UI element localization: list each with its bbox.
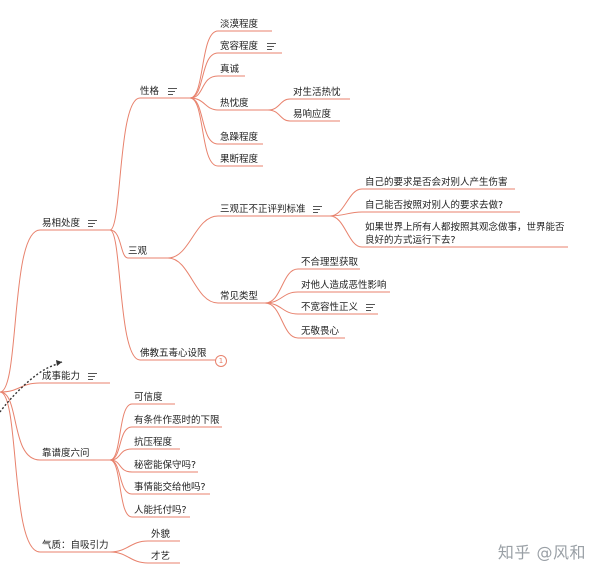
notes-icon[interactable] bbox=[366, 304, 375, 311]
edge-reqing-a bbox=[267, 98, 350, 111]
relation-arrowhead bbox=[56, 360, 62, 366]
edge-root-kaopu bbox=[0, 391, 110, 461]
node-pingpan-b[interactable]: 自己能否按照对别人的要求去做? bbox=[365, 200, 504, 211]
edge-sanguan-pingpan bbox=[167, 215, 330, 259]
node-kaopu-b[interactable]: 有条件作恶时的下限 bbox=[134, 415, 220, 426]
edge-yixiang-fojiao bbox=[109, 229, 218, 361]
node-changjian-d[interactable]: 无敬畏心 bbox=[301, 326, 340, 337]
node-pingpan-a[interactable]: 自己的要求是否会对别人产生伤害 bbox=[365, 177, 508, 188]
collapsed-count-badge[interactable]: 1 bbox=[215, 355, 227, 367]
edge-kaopu-f bbox=[109, 459, 190, 518]
node-jizao[interactable]: 急躁程度 bbox=[220, 132, 259, 143]
edge-xingge-kuanrong bbox=[189, 52, 282, 99]
node-qizhi-b[interactable]: 才艺 bbox=[151, 551, 171, 562]
node-kaopu[interactable]: 靠谱度六问 bbox=[42, 448, 90, 459]
node-reqing-b[interactable]: 易响应度 bbox=[293, 109, 332, 120]
edge-changjian-b bbox=[264, 291, 390, 304]
edge-changjian-c bbox=[264, 302, 378, 315]
edge-xingge-reqing bbox=[189, 97, 268, 111]
notes-icon[interactable] bbox=[88, 220, 97, 227]
node-kaopu-d[interactable]: 秘密能保守吗? bbox=[134, 460, 197, 471]
notes-icon[interactable] bbox=[313, 206, 322, 213]
watermark: 知乎 @风和 bbox=[497, 543, 586, 562]
node-changjian-c[interactable]: 不宽容性正义 bbox=[301, 302, 359, 313]
edge-reqing-b bbox=[267, 109, 340, 122]
node-sanguan[interactable]: 三观 bbox=[128, 246, 148, 257]
notes-icon[interactable] bbox=[168, 88, 177, 95]
node-changjian-a[interactable]: 不合理型获取 bbox=[301, 257, 359, 268]
node-pingpan-c[interactable]: 如果世界上所有人都按照其观念做事，世界能否良好的方式运行下去? bbox=[365, 222, 565, 246]
edge-changjian-d bbox=[264, 302, 345, 339]
edge-pingpan-a bbox=[329, 188, 515, 217]
edge-xingge-tiandan bbox=[189, 30, 272, 99]
node-kaopu-f[interactable]: 人能托付吗? bbox=[134, 505, 187, 516]
node-yixiang[interactable]: 易相处度 bbox=[42, 218, 81, 229]
edge-yixiang-sanguan bbox=[109, 229, 168, 259]
node-kaopu-a[interactable]: 可信度 bbox=[134, 392, 163, 403]
node-changjian[interactable]: 常见类型 bbox=[220, 291, 259, 302]
node-kaopu-c[interactable]: 抗压程度 bbox=[134, 437, 173, 448]
edge-root-yixiang bbox=[0, 229, 110, 393]
node-reqing-a[interactable]: 对生活热忱 bbox=[293, 87, 341, 98]
edge-yixiang-xingge bbox=[109, 97, 190, 231]
edge-kaopu-b bbox=[109, 426, 222, 461]
notes-icon[interactable] bbox=[88, 373, 97, 380]
edge-xingge-guoduan bbox=[189, 97, 263, 167]
edge-xingge-jizao bbox=[189, 97, 263, 145]
node-pingpan[interactable]: 三观正不正评判标准 bbox=[220, 204, 306, 215]
node-qizhi-a[interactable]: 外貌 bbox=[151, 529, 171, 540]
edge-sanguan-changjian bbox=[167, 257, 265, 304]
edge-kaopu-c bbox=[109, 448, 180, 461]
node-chengshi[interactable]: 成事能力 bbox=[42, 371, 81, 382]
edge-qizhi-a bbox=[109, 540, 180, 553]
node-tiandan[interactable]: 淡漠程度 bbox=[220, 19, 259, 30]
node-reqing[interactable]: 热忱度 bbox=[220, 98, 249, 109]
node-xingge[interactable]: 性格 bbox=[140, 86, 160, 97]
edge-changjian-a bbox=[264, 268, 360, 304]
notes-icon[interactable] bbox=[267, 43, 276, 50]
edge-root-chengshi bbox=[0, 382, 110, 393]
edge-kaopu-a bbox=[109, 403, 175, 461]
node-guoduan[interactable]: 果断程度 bbox=[220, 154, 259, 165]
edge-pingpan-b bbox=[329, 211, 520, 217]
node-kaopu-e[interactable]: 事情能交给他吗? bbox=[134, 482, 206, 493]
node-zhencheng[interactable]: 真诚 bbox=[220, 64, 240, 75]
node-changjian-b[interactable]: 对他人造成恶性影响 bbox=[301, 280, 387, 291]
node-qizhi[interactable]: 气质：自吸引力 bbox=[42, 540, 109, 551]
edge-xingge-zhencheng bbox=[189, 75, 245, 99]
node-fojiao[interactable]: 佛教五毒心设限 bbox=[140, 348, 207, 359]
edge-qizhi-b bbox=[109, 551, 180, 564]
node-kuanrong[interactable]: 宽容程度 bbox=[220, 41, 259, 52]
edge-root-qizhi bbox=[0, 391, 110, 553]
edge-pingpan-c bbox=[329, 215, 568, 248]
